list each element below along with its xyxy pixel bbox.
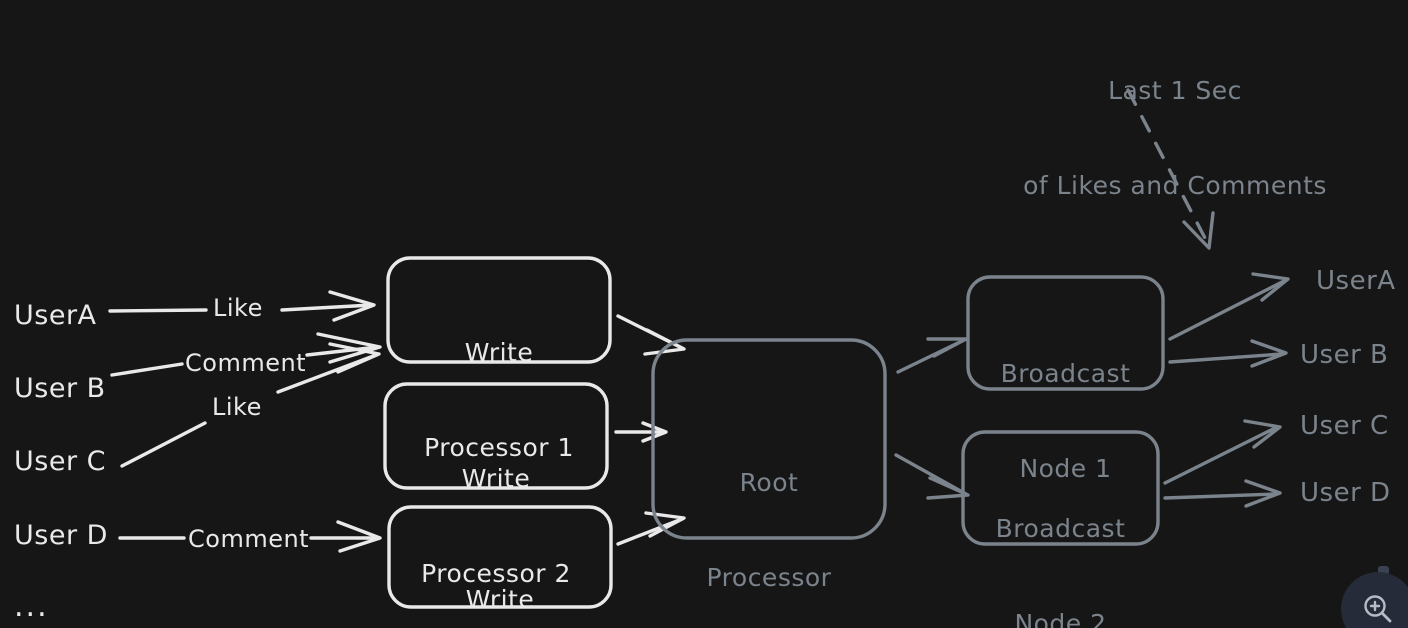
broadcast-node-1-box	[966, 275, 1165, 391]
arrowhead-userc-like	[328, 342, 381, 374]
zoom-in-button[interactable]	[1341, 572, 1408, 628]
edge-userb-comment-2	[305, 345, 380, 357]
arrowhead-root-bn2	[926, 476, 970, 500]
edge-userb-comment	[110, 362, 184, 377]
arrowhead-bn1-usera	[1251, 272, 1290, 302]
arrowhead-root-bn1	[926, 337, 968, 358]
edge-bn1-userb	[1168, 352, 1284, 364]
write-processor-2-box	[383, 382, 609, 490]
arrowhead-userb-comment	[316, 332, 382, 364]
annotation-dashed-arrow	[1126, 88, 1208, 242]
root-processor-box	[651, 338, 887, 540]
arrowhead-wp1-root	[643, 328, 686, 356]
arrowhead-bn2-userd	[1244, 479, 1282, 508]
edge-userc-like	[120, 421, 207, 468]
zoom-in-icon	[1364, 595, 1392, 623]
edge-bn2-userc	[1163, 426, 1277, 485]
arrowhead-usera-like	[328, 290, 376, 322]
edge-bn2-userd	[1163, 492, 1278, 500]
write-processor-3-box	[387, 505, 613, 609]
broadcast-node-2-box	[961, 430, 1160, 546]
edge-usera-like-2	[280, 303, 374, 312]
arrowhead-wp2-root	[641, 421, 668, 443]
arrowhead-bn1-userb	[1250, 339, 1288, 368]
edge-bn1-usera	[1168, 279, 1286, 341]
arrowhead-wp3-root	[644, 511, 686, 538]
arrowhead-userd-comment	[336, 520, 382, 553]
edge-usera-like	[108, 308, 208, 313]
write-processor-1-box	[386, 256, 612, 364]
control-nub	[1378, 566, 1389, 575]
annotation-arrowhead	[1182, 211, 1215, 250]
arrowhead-bn2-userc	[1243, 419, 1282, 449]
